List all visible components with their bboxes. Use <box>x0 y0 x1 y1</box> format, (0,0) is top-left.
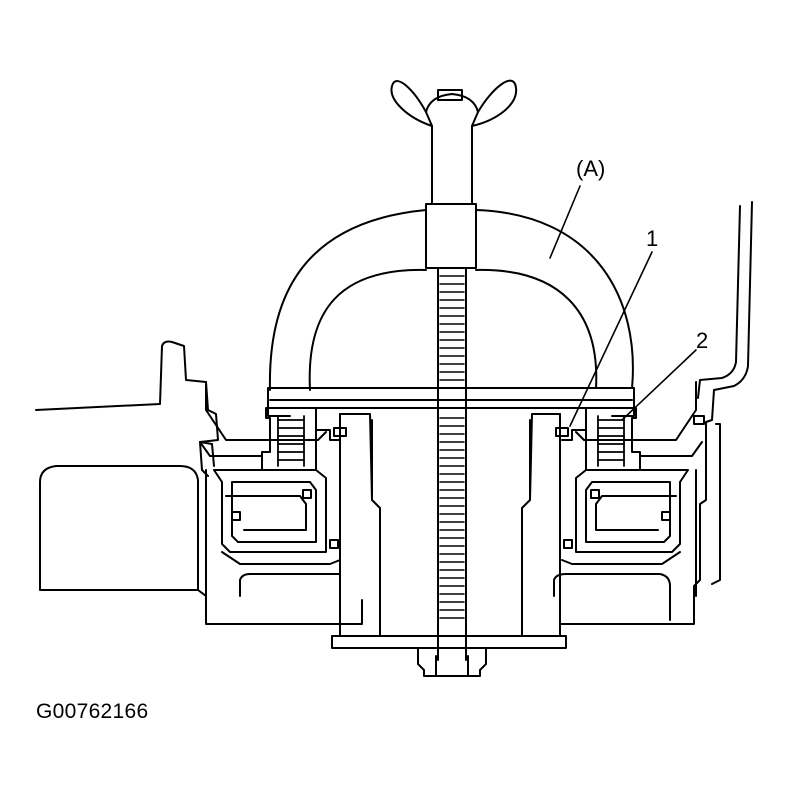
central-hub <box>340 414 560 636</box>
left-clutch-assembly <box>200 382 346 596</box>
left-housing <box>36 342 362 625</box>
callout-part-2: 2 <box>696 328 708 353</box>
wing-nut <box>391 81 516 204</box>
bottom-nut <box>418 648 486 676</box>
right-housing <box>554 202 752 624</box>
tool-a-arch <box>270 204 633 390</box>
figure-id: G00762166 <box>36 700 149 723</box>
base-plate <box>332 636 566 648</box>
leader-lines <box>550 186 696 426</box>
right-clutch-assembly <box>556 382 704 596</box>
center-screw <box>438 268 466 660</box>
tool-a-plate <box>268 388 634 416</box>
callout-part-1: 1 <box>646 226 658 251</box>
callout-tool-a: (A) <box>576 156 605 181</box>
